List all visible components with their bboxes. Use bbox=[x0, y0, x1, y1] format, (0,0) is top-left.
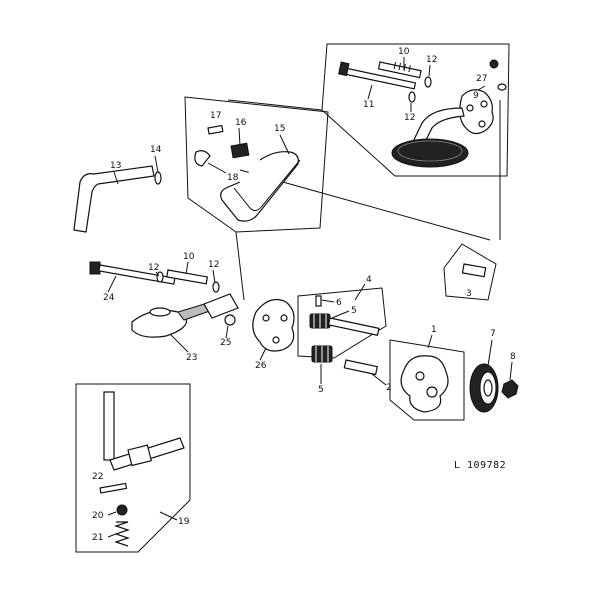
svg-text:10: 10 bbox=[183, 252, 195, 262]
svg-text:3: 3 bbox=[466, 289, 472, 299]
svg-text:17: 17 bbox=[210, 111, 221, 121]
svg-text:23: 23 bbox=[186, 353, 197, 363]
svg-text:14: 14 bbox=[150, 145, 162, 155]
svg-text:6: 6 bbox=[336, 298, 342, 308]
svg-text:16: 16 bbox=[235, 118, 247, 128]
bolt-row: 24 12 10 12 bbox=[89, 252, 220, 303]
gear-shaft: 5 2 bbox=[311, 345, 392, 395]
reference-number: L 109782 bbox=[454, 460, 506, 471]
svg-text:10: 10 bbox=[398, 47, 410, 57]
svg-text:22: 22 bbox=[92, 472, 103, 482]
svg-text:12: 12 bbox=[404, 113, 415, 123]
screen-23: 23 25 bbox=[131, 293, 239, 363]
svg-text:25: 25 bbox=[220, 338, 231, 348]
inset-gears: 4 6 5 bbox=[297, 275, 387, 359]
svg-text:27: 27 bbox=[476, 74, 487, 84]
svg-text:24: 24 bbox=[103, 293, 115, 303]
svg-text:12: 12 bbox=[148, 263, 159, 273]
svg-text:1: 1 bbox=[431, 325, 437, 335]
svg-text:4: 4 bbox=[366, 275, 372, 285]
svg-text:8: 8 bbox=[510, 352, 516, 362]
svg-text:21: 21 bbox=[92, 533, 103, 543]
pipe-13: 13 14 bbox=[73, 145, 162, 233]
svg-text:12: 12 bbox=[426, 55, 437, 65]
svg-text:13: 13 bbox=[110, 161, 121, 171]
svg-text:12: 12 bbox=[208, 260, 219, 270]
svg-text:5: 5 bbox=[351, 306, 357, 316]
svg-text:5: 5 bbox=[318, 385, 324, 395]
pump-body-1: 1 bbox=[389, 325, 465, 421]
pump-cover-26: 26 bbox=[252, 299, 295, 371]
inset-top-right: 10 12 9 27 11 12 bbox=[227, 43, 510, 241]
svg-text:11: 11 bbox=[363, 100, 374, 110]
svg-text:18: 18 bbox=[227, 173, 239, 183]
inset-part-3: 3 bbox=[443, 243, 497, 301]
svg-text:2: 2 bbox=[386, 383, 392, 393]
svg-text:7: 7 bbox=[490, 329, 496, 339]
svg-text:15: 15 bbox=[274, 124, 285, 134]
inset-middle: 17 16 15 18 bbox=[184, 96, 329, 233]
svg-text:20: 20 bbox=[92, 511, 104, 521]
drive-gear-7: 7 8 bbox=[469, 329, 519, 413]
svg-text:26: 26 bbox=[255, 361, 267, 371]
svg-text:9: 9 bbox=[473, 91, 479, 101]
inset-bottom-left: 22 20 21 19 bbox=[75, 383, 191, 553]
svg-text:19: 19 bbox=[178, 517, 190, 527]
